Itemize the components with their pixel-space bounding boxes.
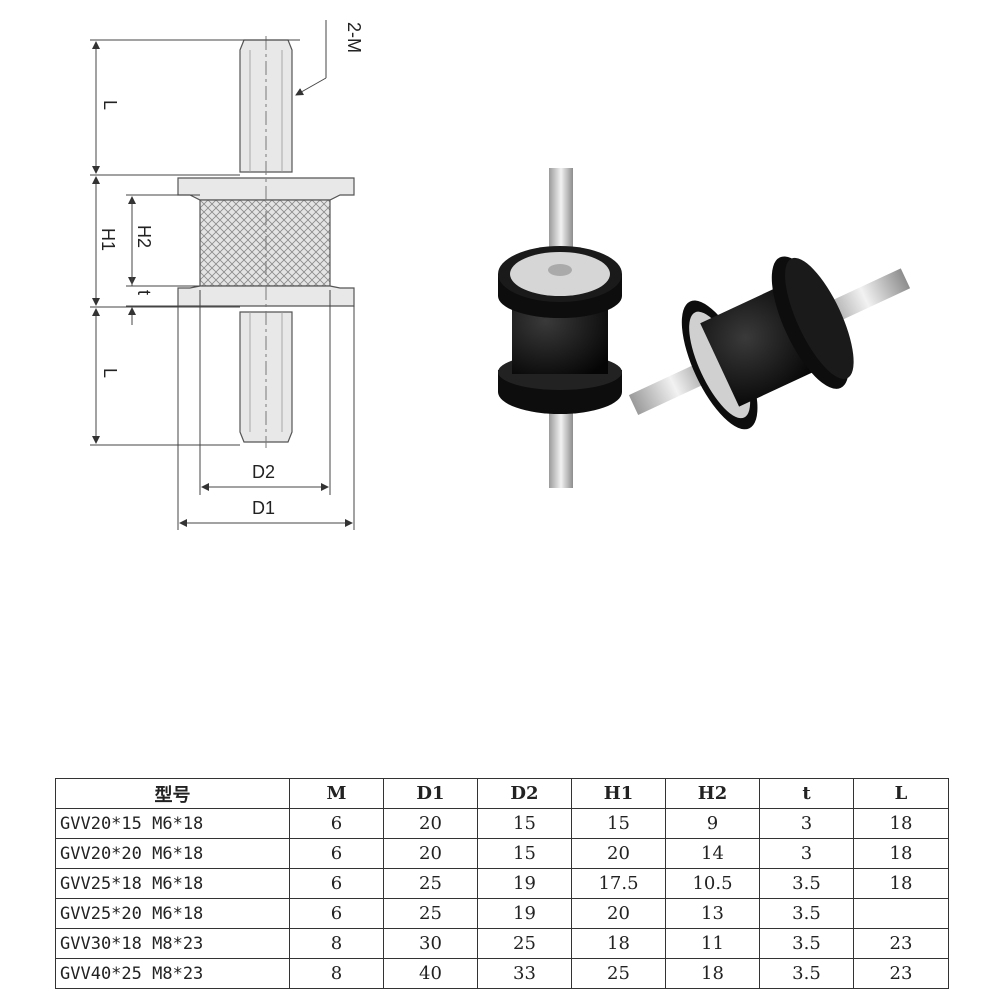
dimension-lines [90,20,355,530]
cell: 18 [853,838,949,869]
cell-model: GVV40*25 M8*23 [55,958,290,989]
cell: 3 [759,808,854,839]
cell: 15 [477,808,572,839]
cell: 8 [289,928,384,959]
table-row: GVV20*20 M6*18 6 20 15 20 14 3 18 [55,838,949,869]
product-photo [498,168,911,488]
cell: 6 [289,808,384,839]
cell: 19 [477,868,572,899]
cell-model: GVV30*18 M8*23 [55,928,290,959]
cell: 19 [477,898,572,929]
cell: 18 [853,808,949,839]
table-row: GVV40*25 M8*23 8 40 33 25 18 3.5 23 [55,958,949,989]
label-D2: D2 [252,462,275,482]
table-row: GVV30*18 M8*23 8 30 25 18 11 3.5 23 [55,928,949,959]
cell: 6 [289,898,384,929]
cell: 30 [383,928,478,959]
cell: 20 [571,838,666,869]
cell: 14 [665,838,760,869]
table-row: GVV20*15 M6*18 6 20 15 15 9 3 18 [55,808,949,839]
label-t: t [134,290,154,295]
cell: 6 [289,838,384,869]
cell: 13 [665,898,760,929]
cell: 3.5 [759,898,854,929]
cell: 20 [571,898,666,929]
cell: 18 [665,958,760,989]
label-H1: H1 [98,228,118,251]
cell: 25 [477,928,572,959]
cell: 33 [477,958,572,989]
cell: 15 [477,838,572,869]
cell-model: GVV25*20 M6*18 [55,898,290,929]
cell: 3.5 [759,928,854,959]
cell: 10.5 [665,868,760,899]
header-M: M [289,778,384,809]
table-row: GVV25*18 M6*18 6 25 19 17.5 10.5 3.5 18 [55,868,949,899]
dimension-labels: 2-M L H1 H2 t L D2 D1 [98,22,364,518]
cell: 11 [665,928,760,959]
header-D2: D2 [477,778,572,809]
mount-cross-section [177,36,355,448]
cell: 18 [853,868,949,899]
table-header-row: 型号 M D1 D2 H1 H2 t L [55,778,949,809]
cell: 15 [571,808,666,839]
cell: 3.5 [759,958,854,989]
callout-2m: 2-M [344,22,364,53]
cell [853,898,949,929]
header-L: L [853,778,949,809]
label-H2: H2 [134,225,154,248]
cell: 40 [383,958,478,989]
label-D1: D1 [252,498,275,518]
label-L-bottom: L [100,368,120,378]
cell: 23 [853,958,949,989]
cell: 25 [383,868,478,899]
cell-model: GVV25*18 M6*18 [55,868,290,899]
cell: 8 [289,958,384,989]
upright-mount-image [498,168,622,488]
table-row: GVV25*20 M6*18 6 25 19 20 13 3.5 [55,898,949,929]
header-model: 型号 [55,778,290,809]
header-H1: H1 [571,778,666,809]
cell: 3.5 [759,868,854,899]
header-H2: H2 [665,778,760,809]
cell: 3 [759,838,854,869]
technical-drawing: 2-M L H1 H2 t L D2 D1 [90,20,911,530]
cell: 9 [665,808,760,839]
cell: 6 [289,868,384,899]
cell-model: GVV20*20 M6*18 [55,838,290,869]
cell: 25 [571,958,666,989]
tilted-mount-image [628,256,911,430]
cell: 25 [383,898,478,929]
cell: 20 [383,838,478,869]
cell: 18 [571,928,666,959]
cell: 17.5 [571,868,666,899]
cell: 20 [383,808,478,839]
header-D1: D1 [383,778,478,809]
label-L-top: L [100,100,120,110]
cell: 23 [853,928,949,959]
header-t: t [759,778,854,809]
cell-model: GVV20*15 M6*18 [55,808,290,839]
spec-table: 型号 M D1 D2 H1 H2 t L GVV20*15 M6*18 6 20… [55,778,949,989]
